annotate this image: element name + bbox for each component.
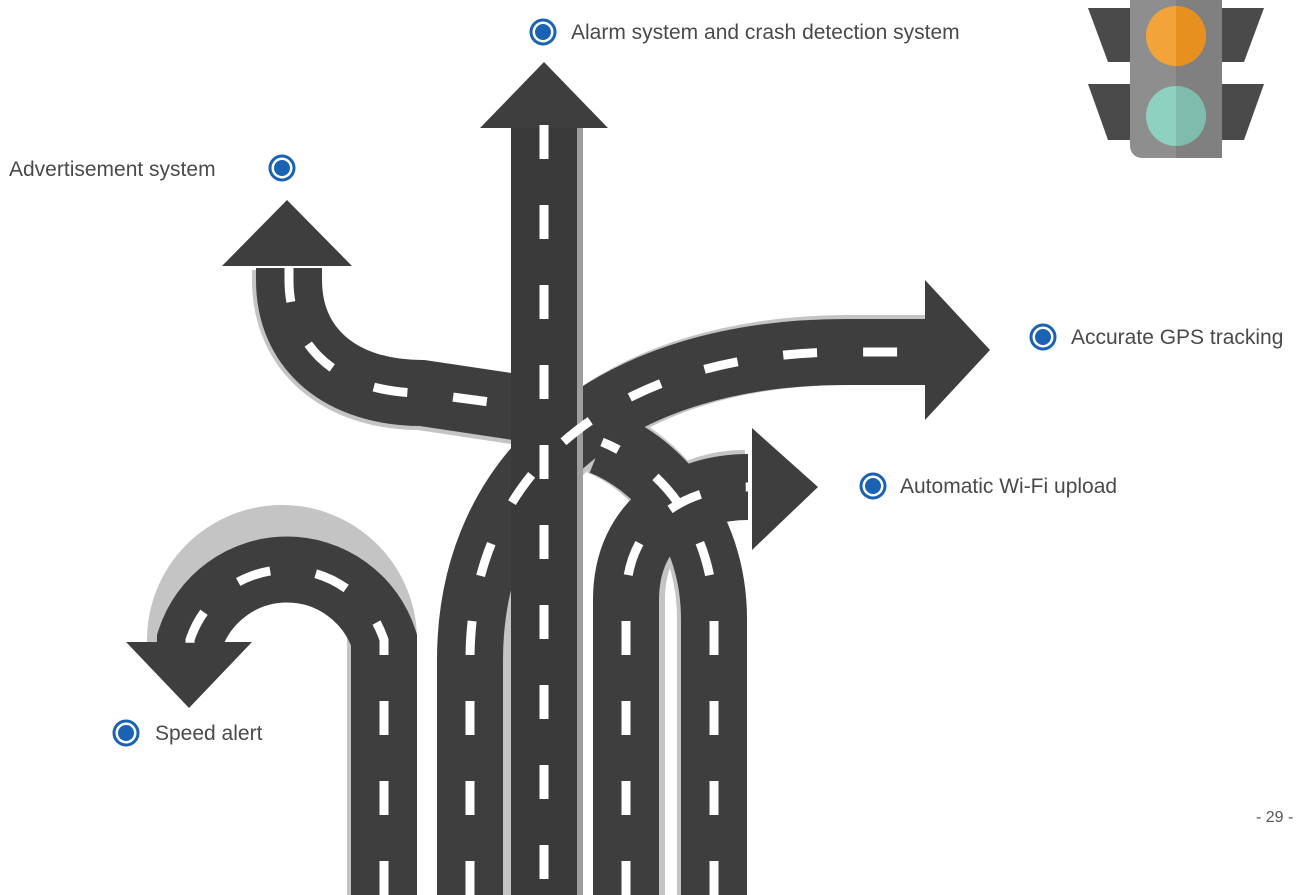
traffic-light-left-wing-top <box>1088 8 1132 62</box>
label-speed-alert: Speed alert <box>155 722 263 745</box>
circle-bullet-icon <box>859 472 887 500</box>
traffic-light-left-wing-bottom <box>1088 84 1132 140</box>
road-alarm-shadow <box>577 128 583 895</box>
circle-bullet-icon <box>112 719 140 747</box>
arrow-head-speed-alert <box>126 642 252 708</box>
road-wifi <box>593 454 750 895</box>
label-gps: Accurate GPS tracking <box>1071 326 1283 349</box>
lane-markings <box>185 125 925 895</box>
traffic-light-orange-lamp-shade <box>1176 6 1206 66</box>
circle-bullet-icon <box>268 154 296 182</box>
traffic-light-right-wing-top <box>1222 8 1264 62</box>
arrow-heads <box>126 62 990 708</box>
circle-bullet-icon <box>1029 323 1057 351</box>
arrow-head-gps <box>925 280 990 420</box>
circle-bullet-icon <box>529 18 557 46</box>
road-advertisement <box>256 268 527 441</box>
arrow-head-alarm <box>480 62 608 128</box>
page-number: - 29 - <box>1256 809 1293 826</box>
bullets <box>112 18 1057 747</box>
traffic-light-right-wing-bottom <box>1222 84 1264 140</box>
arrow-head-advertisement <box>222 200 352 266</box>
arrow-head-wifi <box>752 428 818 550</box>
traffic-light-green-lamp-shade <box>1176 86 1206 146</box>
road-speed-alert <box>157 536 417 895</box>
label-wifi: Automatic Wi-Fi upload <box>900 475 1117 498</box>
label-alarm: Alarm system and crash detection system <box>571 21 960 44</box>
label-advertisement: Advertisement system <box>9 158 216 181</box>
traffic-light-icon <box>1088 0 1264 158</box>
